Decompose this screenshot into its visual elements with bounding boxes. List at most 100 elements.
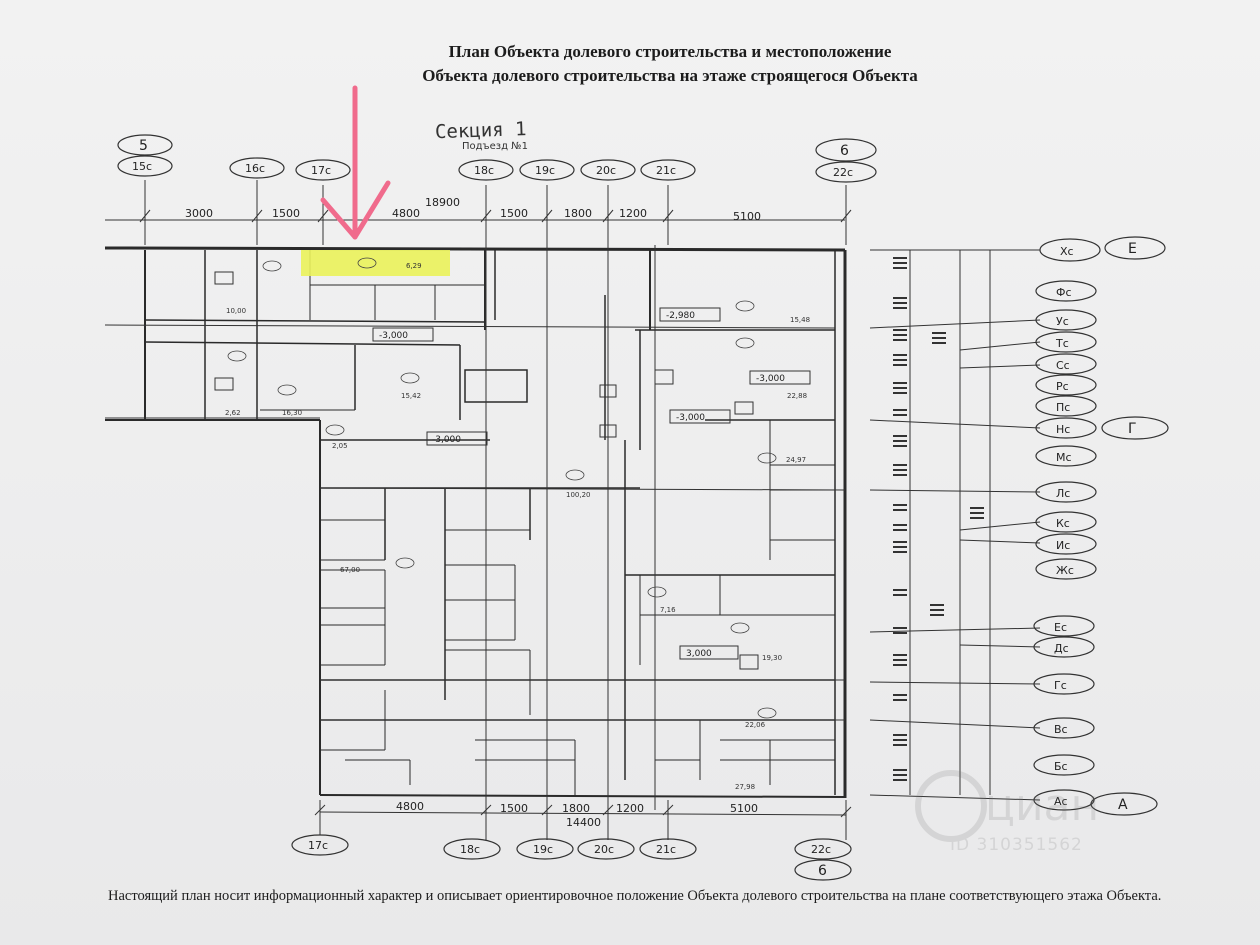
- bottom-axis-labels: 17с 18с 19с 20с 21с 22с 6: [308, 839, 831, 879]
- axis-label: Ас: [1054, 795, 1068, 808]
- top-axis-bubbles: [117, 134, 877, 183]
- axis-label: Фс: [1056, 286, 1072, 299]
- axis-bubble: [117, 134, 173, 156]
- axis-label: 15с: [132, 160, 152, 173]
- right-elevation-marks: [893, 257, 984, 781]
- dim-value: 1200: [619, 207, 647, 220]
- axis-label: Бс: [1054, 760, 1068, 773]
- axis-label: 19с: [533, 843, 553, 856]
- entrance-label: Подъезд №1: [462, 141, 528, 152]
- document-title-line-2: Объекта долевого строительства на этаже …: [422, 66, 918, 85]
- axis-label: Дс: [1054, 642, 1069, 655]
- axis-label: 17с: [311, 164, 331, 177]
- axis-label: 6: [840, 143, 849, 159]
- axis-bubble: [640, 159, 696, 181]
- area-label: 7,16: [660, 606, 676, 614]
- area-label: 24,97: [786, 456, 806, 464]
- axis-label: Хс: [1060, 245, 1074, 258]
- plan-axis-lines: [104, 245, 846, 810]
- level-label: -3,000: [756, 374, 785, 384]
- axis-label: 19с: [535, 164, 555, 177]
- axis-label: 18с: [460, 843, 480, 856]
- axis-bubble: [519, 159, 575, 181]
- dim-value: 14400: [566, 816, 601, 829]
- axis-label: 21с: [656, 164, 676, 177]
- axis-label: Пс: [1056, 401, 1070, 414]
- bottom-dimension-values: 4800 1500 1800 1200 5100 14400: [396, 800, 758, 829]
- section-title: Секция 1: [435, 118, 527, 143]
- level-label: -3,000: [432, 435, 461, 445]
- level-label: -3,000: [676, 413, 705, 423]
- axis-bubble: [295, 159, 351, 181]
- axis-label: Г: [1128, 421, 1137, 437]
- top-dimension-values: 3000 1500 4800 18900 1500 1800 1200 5100: [185, 196, 761, 223]
- area-label: 22,06: [745, 721, 766, 729]
- axis-label: 21с: [656, 843, 676, 856]
- axis-label: 5: [139, 138, 148, 154]
- area-label: 15,42: [401, 392, 421, 400]
- document-title-line-1: План Объекта долевого строительства и ме…: [448, 42, 892, 61]
- axis-label: Нс: [1056, 423, 1070, 436]
- axis-label: Кс: [1056, 517, 1070, 530]
- axis-label: 20с: [596, 164, 616, 177]
- area-label: 16,30: [282, 409, 302, 417]
- axis-label: Вс: [1054, 723, 1068, 736]
- dim-value: 1500: [500, 802, 528, 815]
- area-label: 19,30: [762, 654, 782, 662]
- level-label: 3,000: [686, 649, 712, 659]
- axis-bubble: [117, 155, 173, 177]
- stair-marks: [214, 271, 759, 670]
- room-number-circles: [227, 257, 777, 719]
- area-label: 2,62: [225, 409, 241, 417]
- level-marks: [372, 307, 811, 660]
- axis-label: 17с: [308, 839, 328, 852]
- dim-value: 1800: [564, 207, 592, 220]
- cian-watermark: циан ID 310351562: [915, 770, 1145, 860]
- axis-bubble: [815, 138, 877, 162]
- axis-label: Тс: [1055, 337, 1069, 350]
- axis-label: Ус: [1056, 315, 1069, 328]
- axis-label: 22с: [833, 166, 853, 179]
- axis-label: Ис: [1056, 539, 1070, 552]
- level-label: -2,980: [666, 311, 695, 321]
- dim-value: 1500: [272, 207, 300, 220]
- area-label: 10,00: [226, 307, 246, 315]
- right-axis-labels: Хс Е Фс Ус Тс Сс Рс Пс Нс Г Мс Лс Кс Ис …: [1054, 241, 1137, 813]
- area-label: 2,05: [332, 442, 348, 450]
- right-axis-bubbles: [1033, 236, 1169, 816]
- dim-value: 5100: [733, 210, 761, 223]
- area-label: 15,48: [790, 316, 810, 324]
- top-axis-labels: 5 15с 16с 17с 18с 19с 20с 21с 6 22с: [132, 138, 853, 179]
- cian-logo-icon: [915, 770, 987, 842]
- axis-label: Жс: [1056, 564, 1074, 577]
- bottom-axis-bubbles: [291, 834, 852, 881]
- top-dimension-line: [105, 180, 852, 245]
- area-label: 27,98: [735, 783, 755, 791]
- area-label: 100,20: [566, 491, 591, 499]
- axis-label: Гс: [1054, 679, 1067, 692]
- axis-label: Лс: [1056, 487, 1070, 500]
- dim-value: 1200: [616, 802, 644, 815]
- axis-label: Мс: [1056, 451, 1072, 464]
- right-elevation-band: [869, 249, 1041, 801]
- footer-note: Настоящий план носит информационный хара…: [108, 888, 1162, 904]
- highlighted-unit: [301, 250, 450, 276]
- area-label: 6,29: [406, 262, 422, 270]
- axis-label: 16с: [245, 162, 265, 175]
- room-areas: 10,00 15,48 15,42 22,88 2,05 100,20 67,0…: [225, 307, 810, 791]
- bottom-dimension-line: [314, 800, 852, 840]
- axis-bubble: [815, 161, 877, 183]
- dim-value: 4800: [396, 800, 424, 813]
- axis-label: 18с: [474, 164, 494, 177]
- axis-bubble: [458, 159, 514, 181]
- dim-value: 5100: [730, 802, 758, 815]
- axis-label: Рс: [1056, 380, 1069, 393]
- axis-label: Сс: [1056, 359, 1070, 372]
- dim-value: 3000: [185, 207, 213, 220]
- axis-label: А: [1118, 797, 1128, 813]
- dim-value: 4800: [392, 207, 420, 220]
- axis-label: Ес: [1054, 621, 1067, 634]
- watermark-id: ID 310351562: [950, 835, 1083, 855]
- level-label: -3,000: [379, 331, 408, 341]
